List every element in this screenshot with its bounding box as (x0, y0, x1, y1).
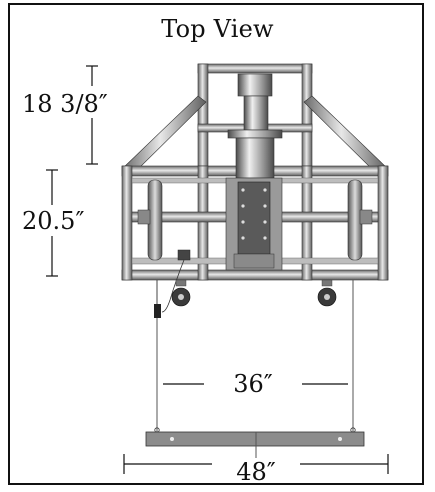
right-caster-wheel (317, 279, 337, 307)
left-pulley-wheel (137, 179, 163, 261)
dimension-wheel-spacing-label: 36″ (233, 370, 273, 398)
right-pulley-wheel (347, 179, 373, 261)
diagram-title: Top View (161, 15, 274, 43)
hanging-cables (154, 280, 356, 433)
dimension-lower-depth-label: 20.5″ (22, 207, 84, 235)
dimension-lower-depth: 20.5″ (22, 169, 84, 277)
dimension-bar-width-label: 48″ (236, 458, 276, 486)
spreader-bar (145, 431, 365, 458)
dimension-wheel-spacing: 36″ (163, 370, 348, 398)
dimension-bar-width: 48″ (123, 454, 389, 486)
control-box (161, 249, 191, 313)
dimension-upper-depth-label: 18 3/8″ (22, 90, 108, 118)
center-mount-plate (225, 177, 283, 271)
left-caster-wheel (171, 279, 191, 307)
dimension-upper-depth: 18 3/8″ (22, 65, 108, 165)
hydraulic-cylinder (227, 73, 283, 179)
